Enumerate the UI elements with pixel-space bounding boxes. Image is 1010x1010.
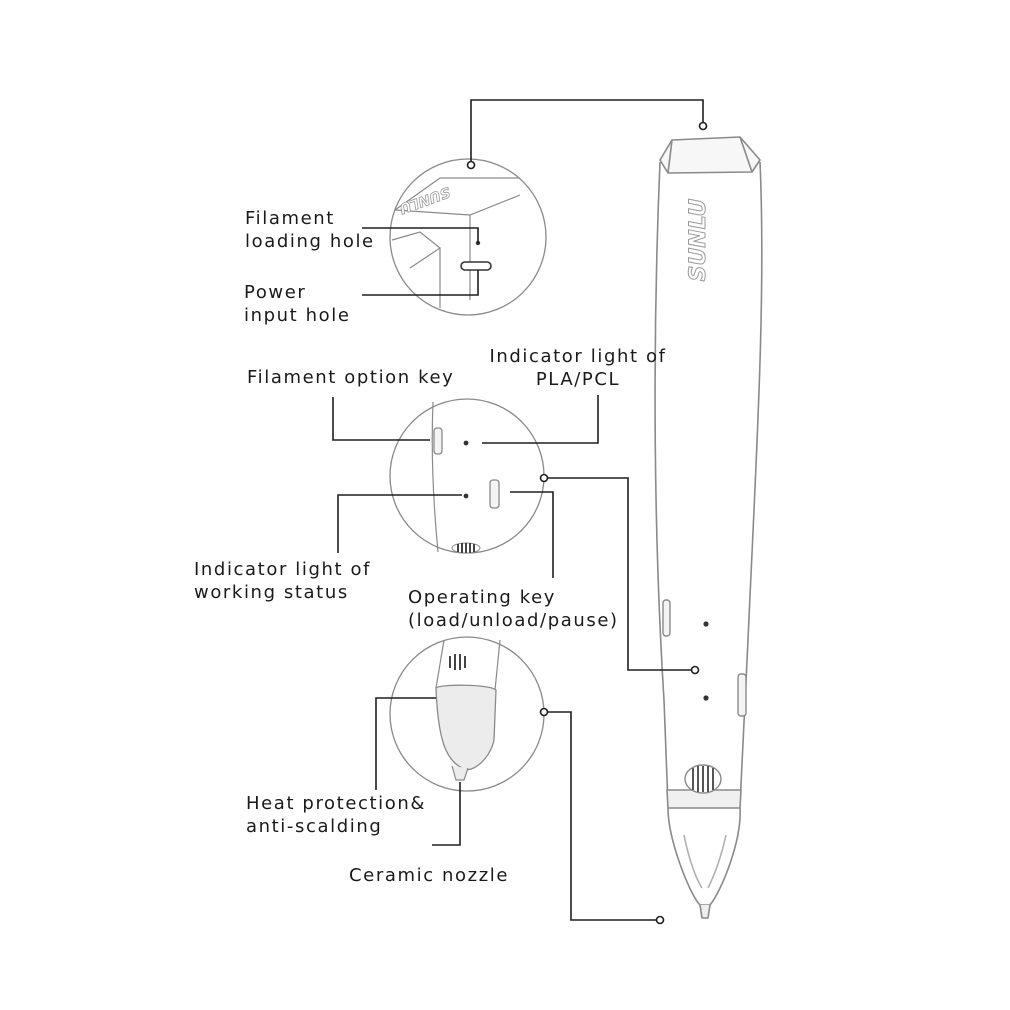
label-indicator-pla-pcl-line2: PLA/PCL: [535, 369, 621, 390]
pen-status-light: [703, 695, 709, 701]
leader-filament-option-key: [332, 397, 430, 441]
pen-controls: [662, 599, 747, 717]
pen-body: [654, 136, 763, 919]
leader-ceramic-nozzle: [432, 782, 461, 846]
leader-heat-protection: [375, 697, 436, 790]
leader-bottom-circle: [544, 711, 657, 921]
pen-operating-key: [737, 673, 747, 717]
label-indicator-status-line2: working status: [194, 582, 349, 603]
leader-indicator-status: [337, 494, 462, 553]
leader-middle-circle: [544, 477, 692, 671]
heat-protection-sleeve: [435, 684, 497, 771]
label-power-input-hole-line1: Power: [244, 282, 307, 303]
zoom-circle-top: SUNLU: [389, 158, 547, 316]
label-filament-loading-hole: Filament loading hole: [245, 207, 375, 253]
label-indicator-status-line1: Indicator light of: [194, 559, 372, 580]
leader-power-input-hole: [362, 270, 479, 296]
label-filament-option-key-text: Filament option key: [247, 367, 455, 388]
power-input-hole: [460, 261, 492, 271]
pen-pla-light: [703, 621, 709, 627]
label-heat-protection: Heat protection& anti-scalding: [246, 792, 426, 838]
leader-dots: [466, 121, 708, 925]
label-operating-key-line2: (load/unload/pause): [408, 610, 619, 631]
ceramic-nozzle-tip: [451, 765, 469, 781]
leader-top-circle: [470, 99, 704, 162]
pen-filament-option-key: [662, 599, 671, 637]
leader-indicator-pla: [482, 395, 599, 444]
label-power-input-hole-line2: input hole: [244, 305, 351, 326]
leader-lines: [332, 99, 704, 921]
label-operating-key-line1: Operating key: [408, 587, 557, 608]
leader-operating-key: [510, 491, 554, 578]
pen-vent: [684, 764, 722, 794]
label-heat-protection-line1: Heat protection&: [246, 793, 427, 814]
label-indicator-pla-pcl-line1: Indicator light of: [489, 346, 667, 367]
label-ceramic-nozzle-text: Ceramic nozzle: [349, 865, 510, 886]
leader-filament-loading-hole: [362, 227, 479, 243]
label-indicator-working-status: Indicator light of working status: [194, 558, 371, 604]
svg-text:SUNLU: SUNLU: [686, 198, 711, 281]
label-ceramic-nozzle: Ceramic nozzle: [349, 864, 509, 887]
label-indicator-pla-pcl: Indicator light of PLA/PCL: [478, 345, 678, 391]
label-operating-key: Operating key (load/unload/pause): [408, 586, 619, 632]
label-filament-loading-hole-line1: Filament: [245, 208, 335, 229]
zoom-circle-middle: [389, 398, 545, 554]
label-power-input-hole: Power input hole: [244, 281, 351, 327]
pen-brand-logo: SUNLU: [686, 198, 712, 282]
label-filament-option-key: Filament option key: [247, 366, 454, 389]
label-heat-protection-line2: anti-scalding: [246, 816, 383, 837]
label-filament-loading-hole-line2: loading hole: [245, 231, 375, 252]
zoom-circle-bottom: [389, 636, 545, 792]
